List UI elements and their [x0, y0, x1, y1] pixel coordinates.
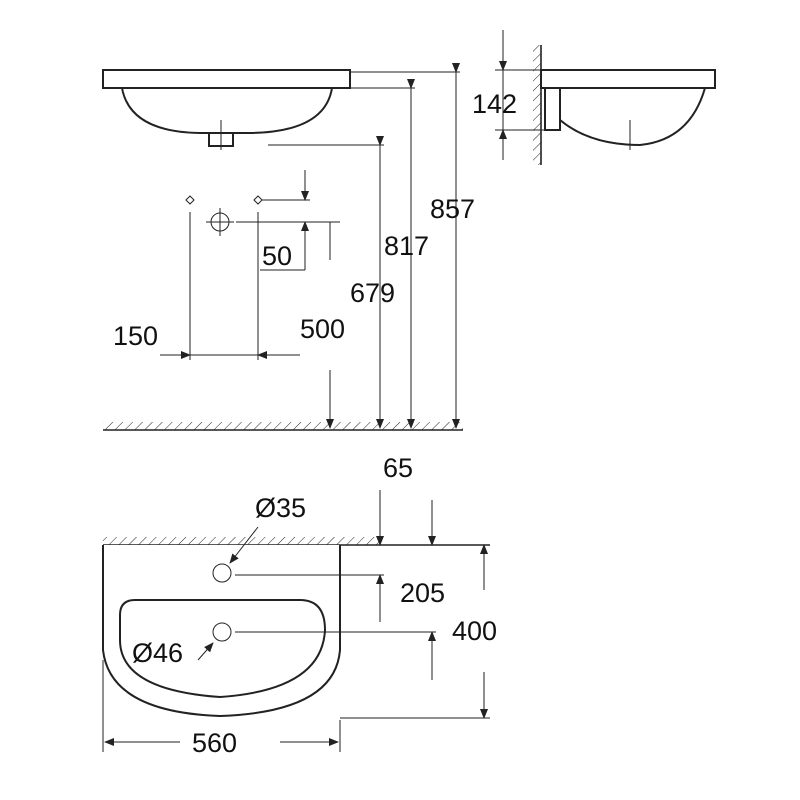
dim-560: 560 — [192, 728, 237, 758]
dim-142: 142 — [472, 89, 517, 119]
dim-857: 857 — [430, 194, 475, 224]
fixing-hole-left — [185, 195, 195, 205]
dim-65: 65 — [383, 453, 413, 483]
front-elevation — [102, 69, 463, 431]
dim-817: 817 — [384, 231, 429, 261]
drain-hole — [212, 622, 232, 642]
dim-205: 205 — [400, 578, 445, 608]
dim-679: 679 — [350, 278, 395, 308]
tap-hole — [212, 563, 232, 583]
side-elevation — [495, 30, 716, 165]
plan-view — [102, 490, 490, 752]
dim-500: 500 — [300, 314, 345, 344]
dim-400: 400 — [452, 616, 497, 646]
dim-drain-diameter: Ø46 — [132, 638, 183, 668]
dim-50: 50 — [262, 241, 292, 271]
dim-150: 150 — [113, 321, 158, 351]
dimension-labels: 142 857 817 679 50 500 150 65 Ø35 205 40… — [113, 89, 517, 758]
fixing-hole-right — [253, 195, 263, 205]
dim-tap-diameter: Ø35 — [255, 493, 306, 523]
elevation-dimension-lines — [160, 63, 460, 429]
